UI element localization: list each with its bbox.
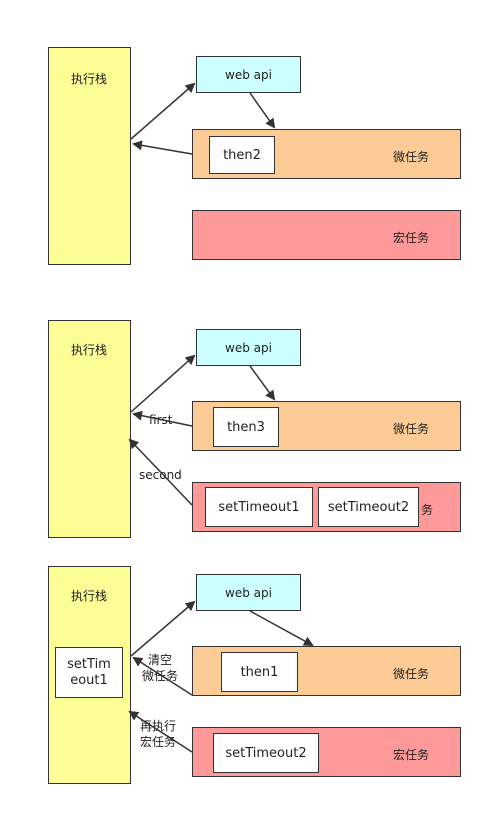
panel3-microtask-label: 微任务 (393, 667, 430, 681)
panel3-arrow-macrotask-to-stack (128, 710, 193, 753)
panel1-arrow-webapi-to-microtask (249, 92, 276, 129)
panel1-microtask-label: 微任务 (393, 150, 430, 164)
panel3-web-api-box: web api (196, 574, 301, 611)
panel1-microtask-queue: then2 微任务 (192, 129, 461, 179)
panel3-execution-stack-label: 执行栈 (71, 589, 108, 603)
panel3-macrotask-label: 宏任务 (393, 748, 430, 762)
panel1-execution-stack: 执行栈 (48, 47, 131, 265)
panel1-microtask-item-then2: then2 (209, 136, 275, 174)
panel2-web-api-box: web api (196, 329, 301, 366)
panel2-microtask-queue: then3 微任务 (192, 401, 461, 451)
panel2-arrow-stack-to-webapi (130, 354, 196, 413)
panel3-web-api-label: web api (225, 585, 272, 600)
panel1-macrotask-label: 宏任务 (393, 231, 430, 245)
panel3-microtask-item-then1: then1 (221, 652, 298, 692)
panel2-execution-stack: 执行栈 (48, 320, 131, 538)
panel2-arrow-webapi-to-microtask (249, 365, 276, 401)
panel3-execution-stack: 执行栈 setTimeout1 (48, 566, 131, 784)
panel2-arrow-microtask-to-stack (132, 410, 193, 427)
panel2-web-api-label: web api (225, 340, 272, 355)
panel3-arrow-label-exec: 再执行 宏任务 (140, 718, 177, 750)
panel2-execution-stack-label: 执行栈 (71, 343, 108, 357)
panel3-macrotask-item-settimeout2: setTimeout2 (213, 733, 319, 773)
panel3-microtask-item-label: then1 (240, 664, 279, 680)
panel1-execution-stack-label: 执行栈 (71, 72, 108, 86)
panel1-arrow-stack-to-webapi (130, 82, 196, 140)
panel3-arrow-label-exec-line1: 再执行 (140, 719, 177, 733)
panel3-arrow-microtask-to-stack (132, 656, 193, 696)
panel3-arrow-stack-to-webapi (130, 600, 196, 657)
panel3-microtask-queue: then1 微任务 (192, 646, 461, 696)
panel3-stack-item-settimeout1: setTimeout1 (55, 647, 123, 698)
panel3-macrotask-queue: setTimeout2 宏任务 (192, 727, 461, 777)
panel2-microtask-label: 微任务 (393, 422, 430, 436)
panel3-arrow-label-clear-line1: 清空 (148, 653, 173, 667)
panel2-macrotask-queue: setTimeout1 setTimeout2 务 (192, 482, 461, 532)
panel3-stack-item-label: setTimeout1 (67, 656, 111, 688)
panel2-arrow-label-second: second (139, 468, 182, 482)
panel2-microtask-item-label: then3 (227, 419, 265, 435)
panel2-macrotask-item-settimeout1: setTimeout1 (205, 487, 313, 527)
panel2-microtask-item-then3: then3 (213, 407, 279, 447)
panel1-arrow-microtask-to-stack (132, 140, 193, 155)
panel1-web-api-label: web api (225, 67, 272, 82)
panel1-microtask-item-label: then2 (223, 147, 261, 163)
panel3-arrow-label-exec-line2: 宏任务 (140, 735, 177, 749)
panel1-web-api-box: web api (196, 56, 301, 93)
panel3-arrow-webapi-to-microtask (249, 610, 314, 646)
panel2-arrow-macrotask-to-stack (128, 438, 193, 506)
panel3-macrotask-item-label: setTimeout2 (225, 745, 307, 761)
panel2-macrotask-item-label-2: setTimeout2 (327, 499, 410, 515)
panel1-macrotask-queue: 宏任务 (192, 210, 461, 260)
panel2-macrotask-item-label-1: setTimeout1 (218, 499, 300, 515)
panel2-macrotask-label: 务 (421, 503, 434, 517)
panel2-macrotask-item-settimeout2: setTimeout2 (318, 487, 419, 527)
